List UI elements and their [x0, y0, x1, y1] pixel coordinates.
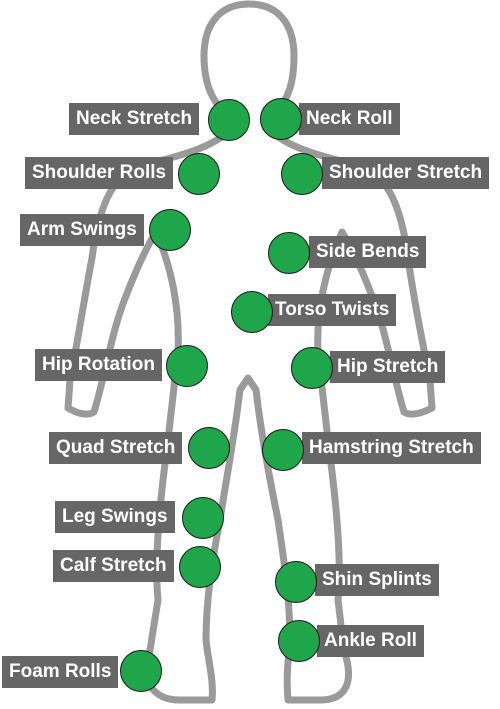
marker-dot-foam-rolls[interactable]	[120, 650, 162, 692]
marker-dot-hamstring-stretch[interactable]	[262, 429, 304, 471]
marker-dot-hip-stretch[interactable]	[291, 347, 333, 389]
label-shoulder-stretch[interactable]: Shoulder Stretch	[322, 157, 490, 189]
label-neck-roll[interactable]: Neck Roll	[299, 103, 400, 135]
label-hamstring-stretch[interactable]: Hamstring Stretch	[302, 432, 481, 464]
marker-dot-leg-swings[interactable]	[182, 497, 224, 539]
label-side-bends[interactable]: Side Bends	[309, 236, 427, 268]
marker-dot-calf-stretch[interactable]	[179, 546, 221, 588]
marker-dot-torso-twists[interactable]	[231, 291, 273, 333]
label-arm-swings[interactable]: Arm Swings	[20, 214, 144, 246]
label-torso-twists[interactable]: Torso Twists	[268, 294, 397, 326]
marker-dot-shoulder-rolls[interactable]	[178, 153, 220, 195]
label-shoulder-rolls[interactable]: Shoulder Rolls	[25, 157, 174, 189]
marker-dot-neck-roll[interactable]	[260, 98, 302, 140]
marker-dot-side-bends[interactable]	[268, 232, 310, 274]
label-calf-stretch[interactable]: Calf Stretch	[53, 550, 174, 582]
marker-dot-quad-stretch[interactable]	[188, 427, 230, 469]
marker-dot-neck-stretch[interactable]	[208, 99, 250, 141]
marker-dot-hip-rotation[interactable]	[166, 345, 208, 387]
label-hip-rotation[interactable]: Hip Rotation	[35, 349, 162, 381]
marker-dot-shin-splints[interactable]	[275, 561, 317, 603]
label-neck-stretch[interactable]: Neck Stretch	[69, 103, 200, 135]
label-quad-stretch[interactable]: Quad Stretch	[49, 432, 183, 464]
label-shin-splints[interactable]: Shin Splints	[315, 564, 439, 596]
label-foam-rolls[interactable]: Foam Rolls	[2, 656, 119, 688]
marker-dot-shoulder-stretch[interactable]	[281, 153, 323, 195]
label-hip-stretch[interactable]: Hip Stretch	[330, 351, 446, 383]
label-ankle-roll[interactable]: Ankle Roll	[317, 625, 424, 657]
marker-dot-ankle-roll[interactable]	[278, 620, 320, 662]
label-leg-swings[interactable]: Leg Swings	[55, 501, 175, 533]
marker-dot-arm-swings[interactable]	[149, 209, 191, 251]
